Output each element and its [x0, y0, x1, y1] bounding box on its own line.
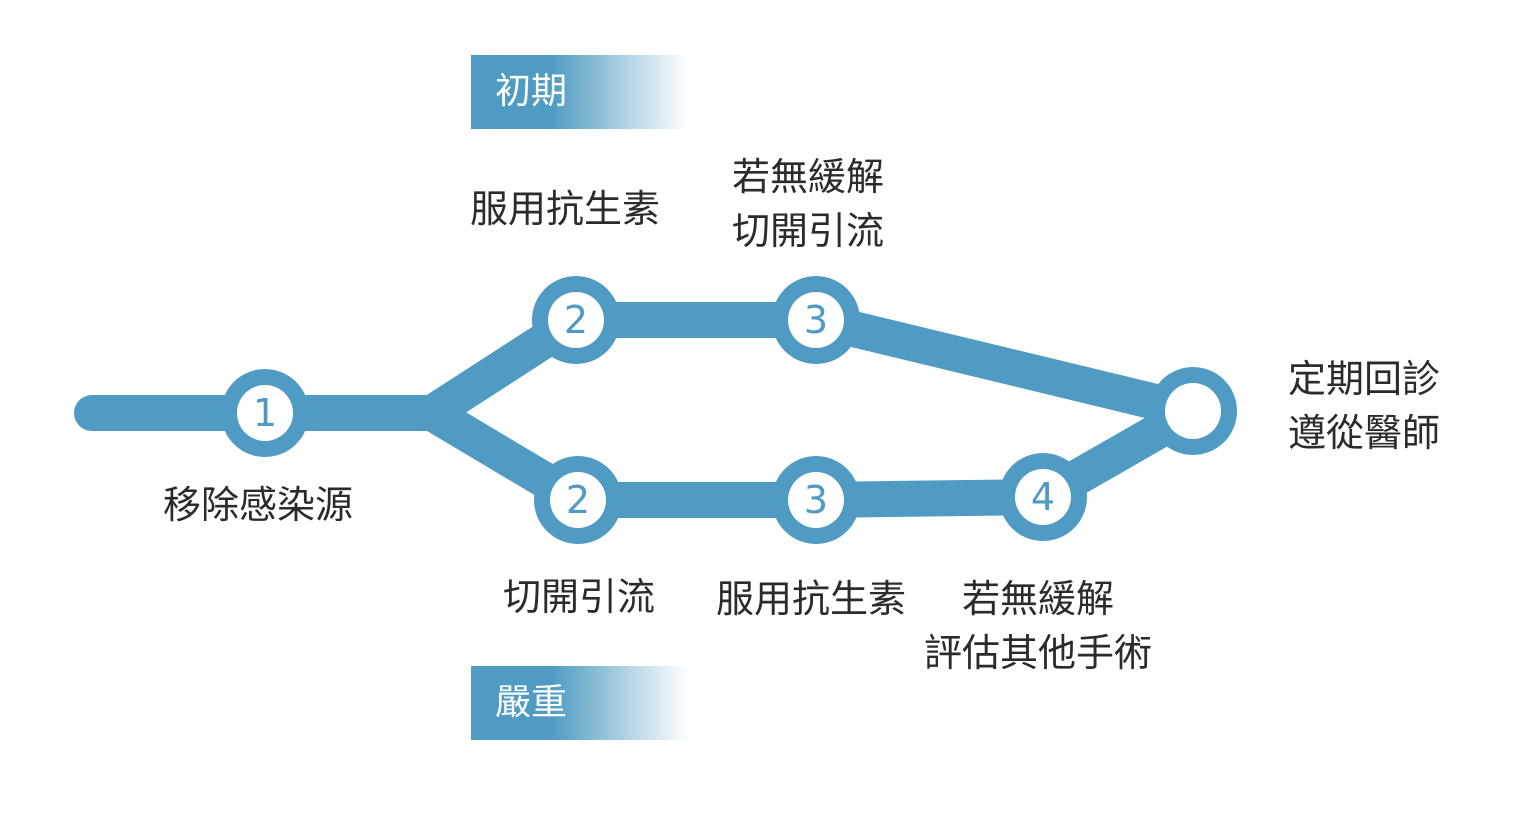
label-severe-no-relief: 若無緩解 評估其他手術: [924, 572, 1152, 680]
label-remove-source: 移除感染源: [163, 483, 354, 527]
node-early-3-number: 3: [803, 298, 829, 342]
node-severe-3-number: 3: [803, 478, 829, 522]
label-line: 切開引流: [732, 209, 885, 253]
label-followup: 定期回診 遵從醫師: [1288, 352, 1440, 460]
stage-early-label: 初期: [471, 55, 701, 129]
label-line: 若無緩解: [732, 155, 885, 199]
node-severe-4-number: 4: [1030, 475, 1056, 519]
label-early-no-relief: 若無緩解 切開引流: [732, 150, 884, 258]
node-severe-2-number: 2: [565, 478, 591, 522]
label-line: 若無緩解: [962, 577, 1115, 621]
stage-severe-label: 嚴重: [471, 666, 701, 740]
node-early-2-number: 2: [563, 298, 589, 342]
label-severe-antibiotics: 服用抗生素: [716, 577, 907, 621]
label-line: 遵從醫師: [1288, 411, 1441, 455]
node-1-number: 1: [252, 391, 278, 435]
label-line: 定期回診: [1288, 357, 1441, 401]
early-path: [414, 302, 1211, 431]
label-severe-drainage: 切開引流: [503, 575, 656, 619]
label-line: 評估其他手術: [924, 631, 1153, 675]
label-early-antibiotics: 服用抗生素: [470, 187, 661, 231]
